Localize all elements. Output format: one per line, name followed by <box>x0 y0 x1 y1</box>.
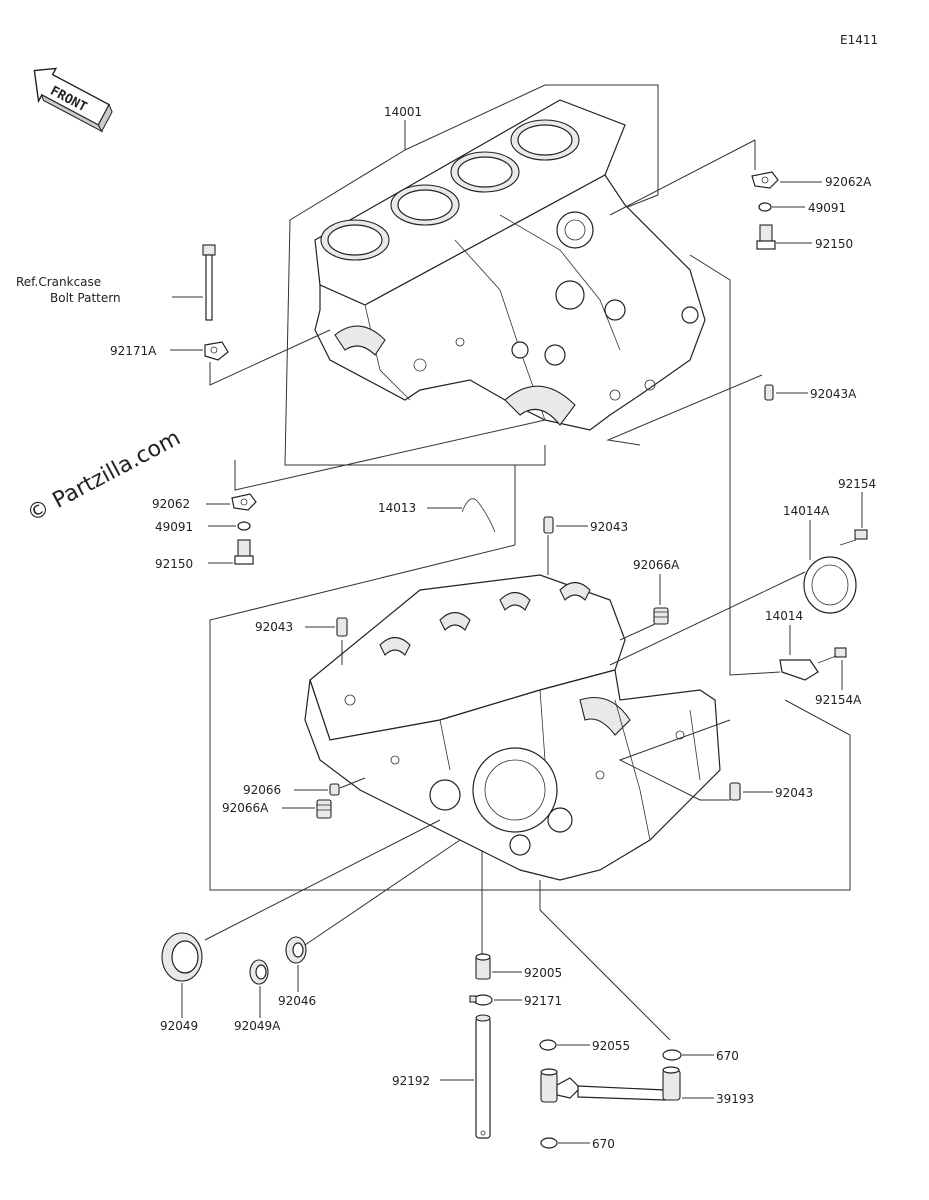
oil-pipe-bracket-92062A <box>751 171 779 189</box>
label-92043-left: 92043 <box>255 620 293 634</box>
plug-92066A-left <box>316 799 332 819</box>
label-670-bottom: 670 <box>592 1137 615 1151</box>
dowel-pin-92043-mid <box>543 516 554 534</box>
crankcase-bolt <box>202 244 216 321</box>
clamp-92171A <box>204 341 229 361</box>
washer-49091-top <box>758 202 772 212</box>
label-92154A: 92154A <box>815 693 862 707</box>
front-arrow-icon: FRONT <box>33 67 113 133</box>
bearing-92046 <box>285 936 307 964</box>
label-92066: 92066 <box>243 783 281 797</box>
label-92171: 92171 <box>524 994 562 1008</box>
partzilla-watermark: © Partzilla.com <box>23 426 185 528</box>
o-ring-92055 <box>539 1039 557 1051</box>
cover-14014A <box>803 556 857 614</box>
label-92062: 92062 <box>152 497 190 511</box>
diagram-code: E1411 <box>840 33 878 47</box>
plug-92066 <box>329 783 340 796</box>
lower-crankcase <box>304 574 721 881</box>
oil-bolt-92150-top <box>756 224 776 250</box>
label-39193: 39193 <box>716 1092 754 1106</box>
label-92150-left: 92150 <box>155 557 193 571</box>
label-92049: 92049 <box>160 1019 198 1033</box>
ref-note-line1: Ref.Crankcase <box>16 275 101 289</box>
ref-note-line2: Bolt Pattern <box>50 291 121 305</box>
dowel-pin-92043-left <box>336 617 348 637</box>
dowel-pin-92043A <box>764 384 774 401</box>
plug-92066A-right <box>653 607 669 625</box>
label-92043-mid: 92043 <box>590 520 628 534</box>
label-92192: 92192 <box>392 1074 430 1088</box>
label-49091-left: 49091 <box>155 520 193 534</box>
label-14014: 14014 <box>765 609 803 623</box>
circlip-14013 <box>461 498 496 533</box>
fitting-92005 <box>475 953 491 980</box>
oil-bolt-92150-left <box>234 539 254 565</box>
label-92154: 92154 <box>838 477 876 491</box>
label-92046: 92046 <box>278 994 316 1008</box>
bolt-92154A <box>817 647 847 664</box>
oil-seal-92049A <box>249 959 269 985</box>
label-92062A: 92062A <box>825 175 872 189</box>
label-92066A-left: 92066A <box>222 801 269 815</box>
o-ring-670-bottom <box>540 1137 558 1149</box>
label-92049A: 92049A <box>234 1019 281 1033</box>
label-92055: 92055 <box>592 1039 630 1053</box>
label-92043A: 92043A <box>810 387 857 401</box>
oil-pipe-39193 <box>540 1066 681 1103</box>
label-670-top: 670 <box>716 1049 739 1063</box>
oil-pipe-bracket-92062 <box>231 493 257 511</box>
clamp-92171 <box>469 994 493 1006</box>
hose-92192 <box>475 1014 491 1139</box>
label-14013: 14013 <box>378 501 416 515</box>
label-14001: 14001 <box>384 105 422 119</box>
label-92150-top: 92150 <box>815 237 853 251</box>
o-ring-670-top <box>662 1049 682 1061</box>
bolt-92154 <box>839 529 868 546</box>
upper-crankcase <box>284 84 706 466</box>
label-92043-right: 92043 <box>775 786 813 800</box>
washer-49091-left <box>237 521 251 531</box>
label-92066A-right: 92066A <box>633 558 680 572</box>
plate-14014 <box>779 659 819 681</box>
label-92005: 92005 <box>524 966 562 980</box>
label-49091-top: 49091 <box>808 201 846 215</box>
dowel-pin-92043-right <box>729 782 741 801</box>
oil-seal-92049 <box>161 932 203 982</box>
label-14014A: 14014A <box>783 504 830 518</box>
label-92171A: 92171A <box>110 344 157 358</box>
